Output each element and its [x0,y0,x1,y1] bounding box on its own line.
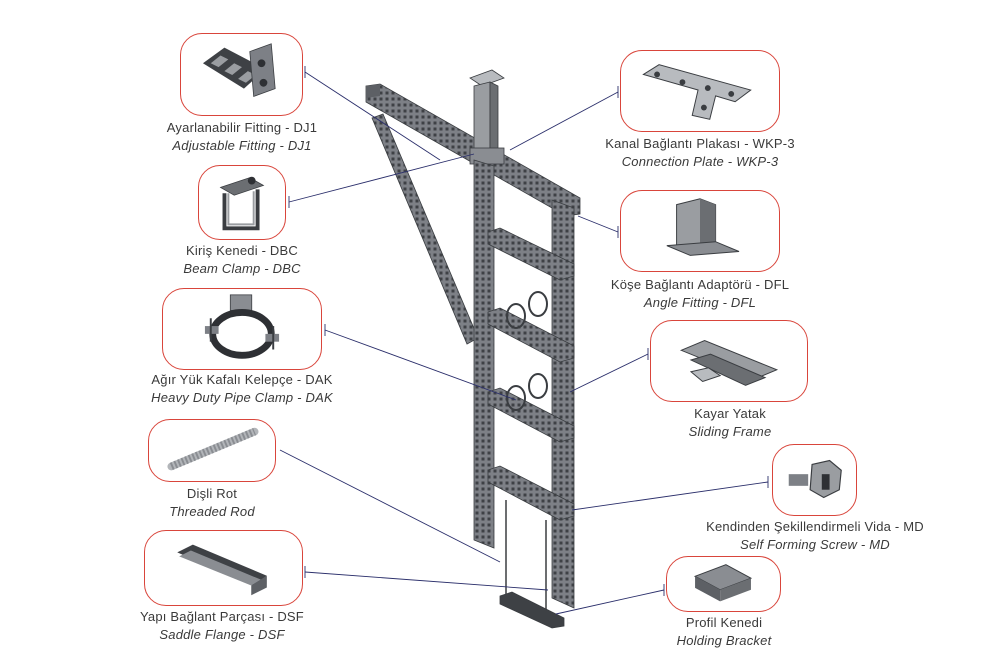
pipe-clamp-icon [204,294,280,359]
saddle-flange-icon [177,544,267,596]
leader-lines [279,66,769,615]
saddle-flange-box[interactable] [144,530,303,606]
adjustable-fitting-icon [202,43,276,97]
holding-bracket-icon [693,564,753,602]
beam-clamp-label: Kiriş Kenedi - DBC [186,243,298,258]
adjustable-fitting-label-en: Adjustable Fitting - DJ1 [172,138,312,153]
angle-fitting-label: Köşe Bağlantı Adaptörü - DFL [610,277,790,292]
connection-plate-label-en: Connection Plate - WKP-3 [621,154,779,169]
connection-plate-icon [642,64,752,120]
beam-clamp-icon [219,176,265,231]
self-forming-screw-label: Kendinden Şekillendirmeli Vida - MD [706,519,924,534]
self-forming-screw-box[interactable] [772,444,857,516]
beam-clamp-box[interactable] [198,165,286,240]
pipe-clamp-label: Ağır Yük Kafalı Kelepçe - DAK [151,372,333,387]
sliding-frame-label: Kayar Yatak [694,406,766,421]
angle-fitting-icon [666,198,740,256]
left-column [473,159,495,549]
sliding-frame-box[interactable] [650,320,808,402]
threaded-rod-box[interactable] [148,419,276,482]
connection-plate-box[interactable] [620,50,780,132]
sliding-frame-icon [679,339,779,386]
beam-clamp-label-en: Beam Clamp - DBC [183,261,301,276]
threaded-rod-icon [167,427,259,471]
self-forming-screw-label-en: Self Forming Screw - MD [740,537,890,552]
top-post [469,69,505,165]
bottom-rods [499,500,565,629]
saddle-flange-label: Yapı Bağlant Parçası - DSF [140,609,304,624]
saddle-flange-label-en: Saddle Flange - DSF [159,627,285,642]
angle-fitting-box[interactable] [620,190,780,272]
pipe-clamp-label-en: Heavy Duty Pipe Clamp - DAK [151,390,333,405]
frame-pipe-clamps [506,291,548,411]
sliding-frame-label-en: Sliding Frame [688,424,772,439]
pipe-clamp-box[interactable] [162,288,322,370]
cross-members [487,227,575,521]
holding-bracket-box[interactable] [666,556,781,612]
self-forming-screw-icon [788,459,842,499]
threaded-rod-label-en: Threaded Rod [169,504,255,519]
adjustable-fitting-label: Ayarlanabilir Fitting - DJ1 [166,120,318,135]
connection-plate-label: Kanal Bağlantı Plakası - WKP-3 [605,136,795,151]
threaded-rod-label: Dişli Rot [186,486,238,501]
adjustable-fitting-box[interactable] [180,33,303,116]
angle-fitting-label-en: Angle Fitting - DFL [643,295,757,310]
holding-bracket-label: Profil Kenedi [685,615,763,630]
holding-bracket-label-en: Holding Bracket [676,633,772,648]
